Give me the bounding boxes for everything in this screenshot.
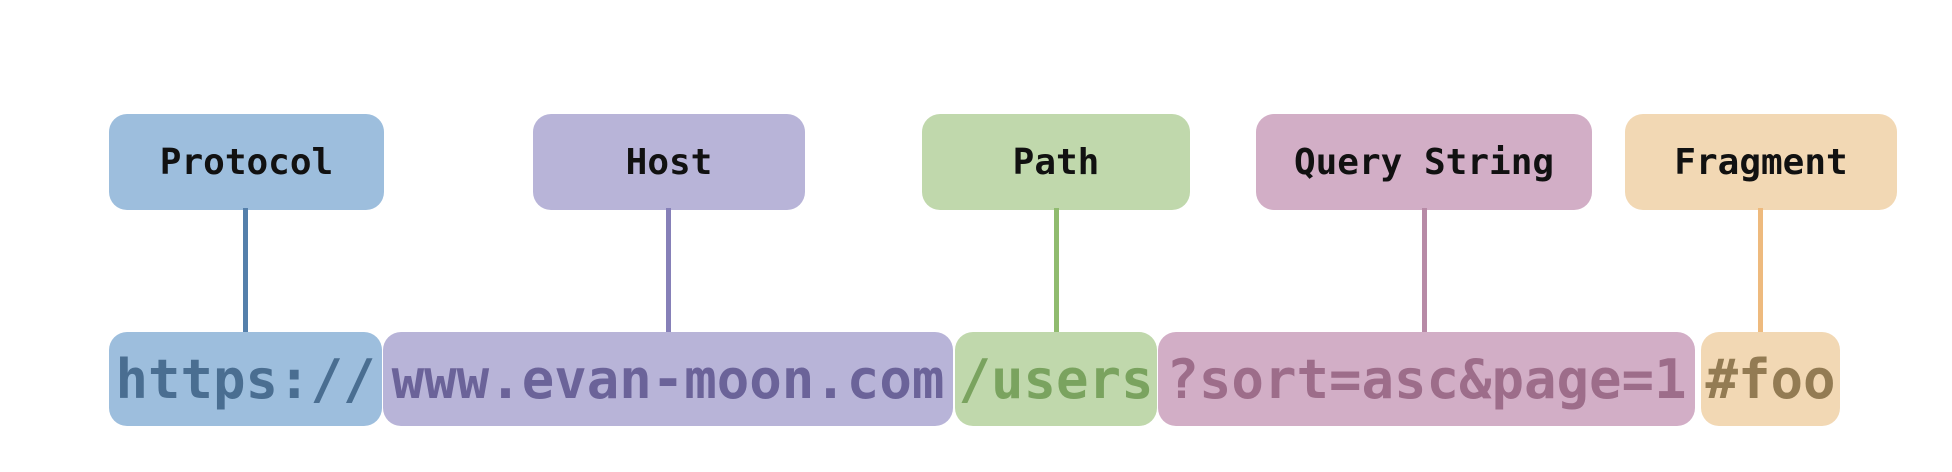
query-string-url-segment: ?sort=asc&page=1 <box>1158 332 1695 426</box>
query-string-label: Query String <box>1293 141 1555 183</box>
query-string-connector-line <box>1422 208 1427 332</box>
host-value: www.evan-moon.com <box>391 347 945 411</box>
path-value: /users <box>958 347 1154 411</box>
protocol-label-box: Protocol <box>109 114 384 210</box>
host-url-segment: www.evan-moon.com <box>383 332 953 426</box>
fragment-value: #foo <box>1705 347 1836 411</box>
host-label: Host <box>625 141 713 183</box>
host-label-box: Host <box>533 114 805 210</box>
fragment-connector-line <box>1758 208 1763 332</box>
path-label: Path <box>1012 141 1100 183</box>
fragment-label: Fragment <box>1674 141 1848 183</box>
fragment-label-box: Fragment <box>1625 114 1897 210</box>
host-connector-line <box>666 208 671 332</box>
path-url-segment: /users <box>955 332 1157 426</box>
query-string-label-box: Query String <box>1256 114 1592 210</box>
path-connector-line <box>1054 208 1059 332</box>
protocol-connector-line <box>243 208 248 332</box>
fragment-url-segment: #foo <box>1701 332 1840 426</box>
protocol-value: https:// <box>115 347 376 411</box>
protocol-label: Protocol <box>159 141 334 183</box>
protocol-url-segment: https:// <box>109 332 382 426</box>
query-string-value: ?sort=asc&page=1 <box>1166 347 1687 411</box>
path-label-box: Path <box>922 114 1190 210</box>
